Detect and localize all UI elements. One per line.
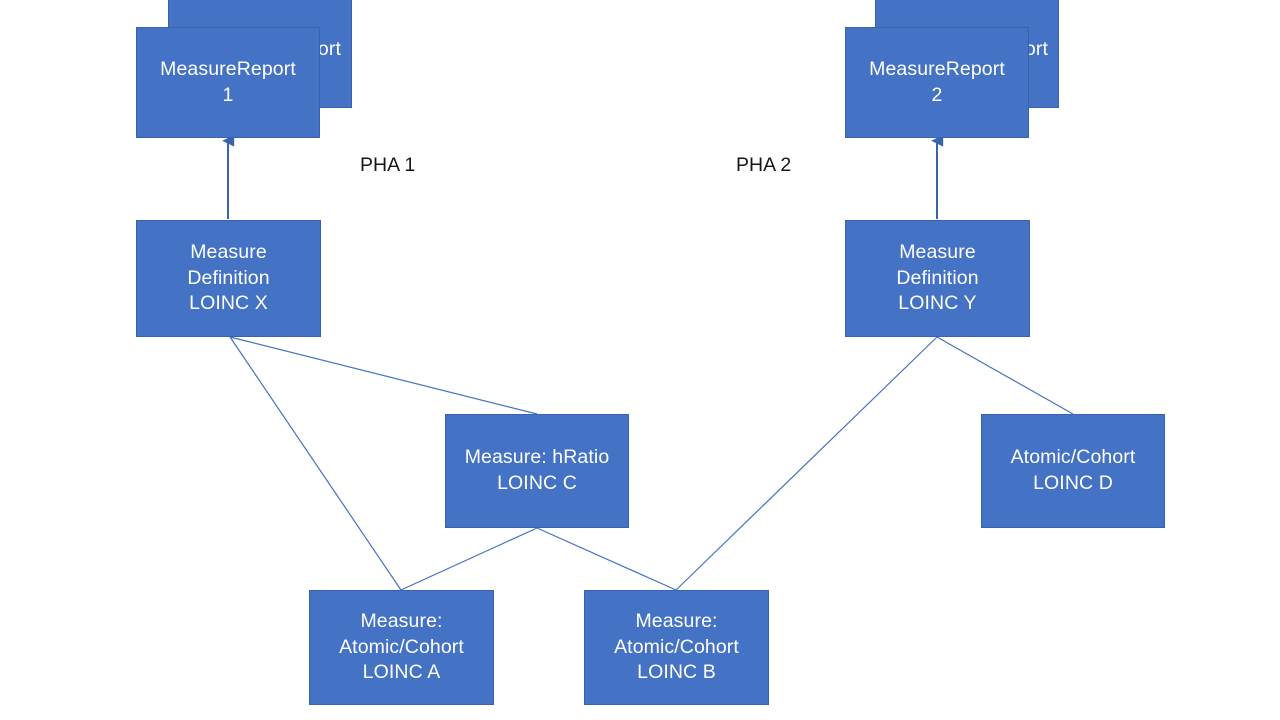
node-measure-report-1[interactable]: MeasureReport 1 (136, 27, 320, 138)
edge-definition-x-to-atomic-a (229, 336, 402, 591)
edge-hratio-c-to-atomic-b (536, 527, 677, 591)
node-measure-definition-loinc-x[interactable]: Measure Definition LOINC X (136, 220, 321, 337)
node-measure-atomic-cohort-loinc-a[interactable]: Measure: Atomic/Cohort LOINC A (309, 590, 494, 705)
edge-definition-x-to-hratio-c (229, 336, 538, 415)
node-measure-report-2[interactable]: MeasureReport 2 (845, 27, 1029, 138)
node-atomic-cohort-loinc-d[interactable]: Atomic/Cohort LOINC D (981, 414, 1165, 528)
node-measure-atomic-cohort-loinc-b[interactable]: Measure: Atomic/Cohort LOINC B (584, 590, 769, 705)
label-pha-2: PHA 2 (736, 154, 792, 176)
edge-hratio-c-to-atomic-a (400, 527, 538, 591)
node-measure-definition-loinc-y[interactable]: Measure Definition LOINC Y (845, 220, 1030, 337)
label-pha-1: PHA 1 (360, 154, 416, 176)
edge-definition-y-to-atomic-b (675, 336, 938, 591)
edge-definition-y-to-atomic-d (936, 336, 1074, 415)
node-measure-hratio-loinc-c[interactable]: Measure: hRatio LOINC C (445, 414, 629, 528)
